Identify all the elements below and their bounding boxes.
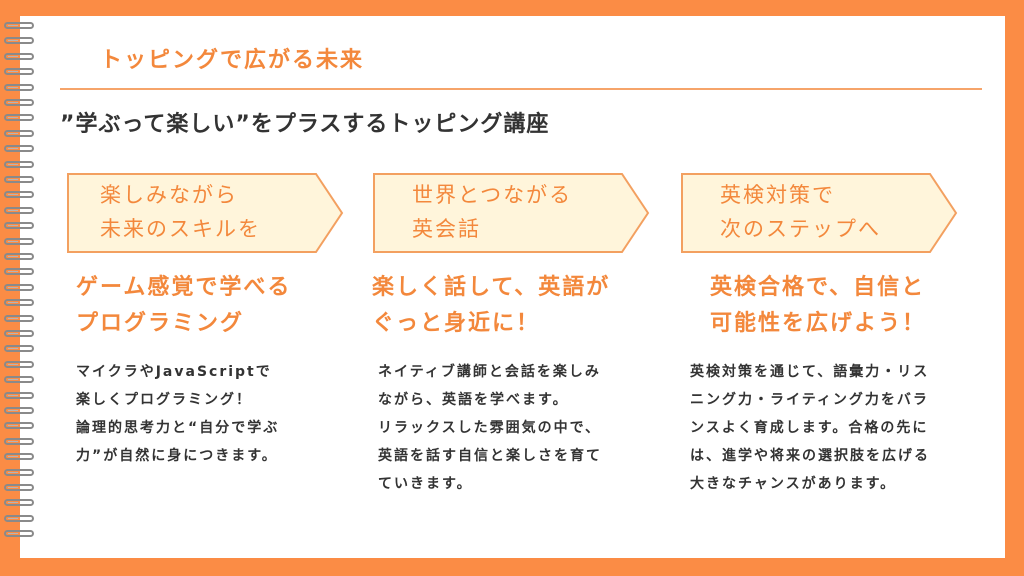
course-heading-line: ゲーム感覚で学べる bbox=[76, 275, 292, 300]
spiral-ring bbox=[4, 268, 34, 276]
course-heading-line: プログラミング bbox=[76, 311, 245, 336]
course-heading-line: 可能性を広げよう！ bbox=[710, 311, 927, 336]
spiral-ring bbox=[4, 453, 34, 461]
course-heading-line: 英検合格で、自信と bbox=[710, 275, 926, 300]
course-tag-line: 未来のスキルを bbox=[100, 217, 261, 241]
course-description-line: ながら、英語を学べます。 bbox=[378, 392, 569, 408]
course-description-line: リラックスした雰囲気の中で、 bbox=[378, 420, 602, 436]
spiral-ring bbox=[4, 191, 34, 199]
spiral-ring bbox=[4, 206, 34, 214]
spiral-ring bbox=[4, 253, 34, 260]
tag-arrow-shape bbox=[373, 173, 650, 253]
spiral-ring bbox=[4, 299, 34, 307]
spiral-ring bbox=[4, 407, 34, 414]
course-tag: 楽しみながら 未来のスキルを bbox=[100, 178, 261, 246]
course-description: 英検対策を通じて、語彙力・リス ニング力・ライティング力をバラ ンスよく育成しま… bbox=[690, 358, 930, 498]
spiral-ring bbox=[4, 237, 34, 245]
spiral-ring bbox=[4, 360, 34, 368]
spiral-ring bbox=[4, 391, 34, 399]
course-description-line: ンスよく育成します。合格の先に bbox=[690, 420, 929, 436]
spiral-ring bbox=[4, 437, 34, 445]
spiral-ring bbox=[4, 222, 34, 230]
spiral-ring bbox=[4, 114, 34, 122]
course-heading-line: ぐっと身近に！ bbox=[372, 311, 541, 336]
spiral-ring bbox=[4, 129, 34, 137]
course-tag-line: 世界とつながる bbox=[412, 183, 573, 207]
spiral-ring bbox=[4, 52, 34, 60]
course-description-line: 英語を話す自信と楽しさを育て bbox=[378, 448, 602, 464]
spiral-ring bbox=[4, 330, 34, 337]
course-description: マイクラやJavaScriptで 楽しくプログラミング！ 論理的思考力と“自分で… bbox=[76, 358, 279, 470]
page-title: トッピングで広がる未来 bbox=[100, 48, 365, 73]
course-heading: 英検合格で、自信と 可能性を広げよう！ bbox=[710, 270, 926, 342]
notebook-page bbox=[20, 16, 1005, 558]
course-description-line: マイクラやJavaScriptで bbox=[76, 364, 272, 380]
course-tag: 英検対策で 次のステップへ bbox=[720, 178, 881, 246]
course-heading-line: 楽しく話して、英語が bbox=[372, 275, 611, 300]
spiral-ring bbox=[4, 83, 34, 91]
spiral-ring bbox=[4, 376, 34, 384]
spiral-ring bbox=[4, 345, 34, 353]
course-heading: 楽しく話して、英語が ぐっと身近に！ bbox=[372, 270, 610, 342]
spiral-ring bbox=[4, 99, 34, 106]
spiral-ring bbox=[4, 530, 34, 538]
course-tag-line: 楽しみながら bbox=[100, 183, 238, 207]
tag-arrow-shape bbox=[67, 173, 344, 253]
course-tag-line: 英検対策で bbox=[720, 183, 835, 207]
spiral-ring bbox=[4, 499, 34, 507]
tag-arrow-shape bbox=[681, 173, 958, 253]
spiral-ring bbox=[4, 422, 34, 430]
spiral-ring bbox=[4, 22, 34, 29]
course-description-line: 論理的思考力と“自分で学ぶ bbox=[76, 420, 280, 436]
spiral-ring bbox=[4, 176, 34, 183]
spiral-ring bbox=[4, 283, 34, 291]
spiral-ring bbox=[4, 314, 34, 322]
course-tag: 世界とつながる 英会話 bbox=[412, 178, 572, 246]
course-description-line: は、進学や将来の選択肢を広げる bbox=[690, 448, 930, 464]
course-tag-line: 次のステップへ bbox=[720, 217, 881, 241]
spiral-ring bbox=[4, 145, 34, 153]
page-subtitle: ”学ぶって楽しい”をプラスするトッピング講座 bbox=[60, 112, 550, 137]
spiral-ring bbox=[4, 468, 34, 476]
course-description-line: 英検対策を通じて、語彙力・リス bbox=[690, 364, 930, 380]
course-description-line: 力”が自然に身につきます。 bbox=[76, 448, 278, 464]
spiral-ring bbox=[4, 68, 34, 76]
spiral-ring bbox=[4, 514, 34, 522]
course-description: ネイティブ講師と会話を楽しみ ながら、英語を学べます。 リラックスした雰囲気の中… bbox=[378, 358, 602, 498]
course-description-line: 大きなチャンスがあります。 bbox=[690, 476, 897, 492]
spiral-ring bbox=[4, 37, 34, 45]
course-description-line: ネイティブ講師と会話を楽しみ bbox=[378, 364, 601, 380]
spiral-ring bbox=[4, 160, 34, 168]
title-divider bbox=[60, 88, 982, 90]
course-tag-line: 英会話 bbox=[412, 217, 481, 241]
spiral-ring bbox=[4, 484, 34, 491]
course-description-line: 楽しくプログラミング！ bbox=[76, 392, 252, 408]
course-description-line: ていきます。 bbox=[378, 476, 473, 492]
course-heading: ゲーム感覚で学べる プログラミング bbox=[76, 270, 291, 342]
course-description-line: ニング力・ライティング力をバラ bbox=[690, 392, 929, 408]
